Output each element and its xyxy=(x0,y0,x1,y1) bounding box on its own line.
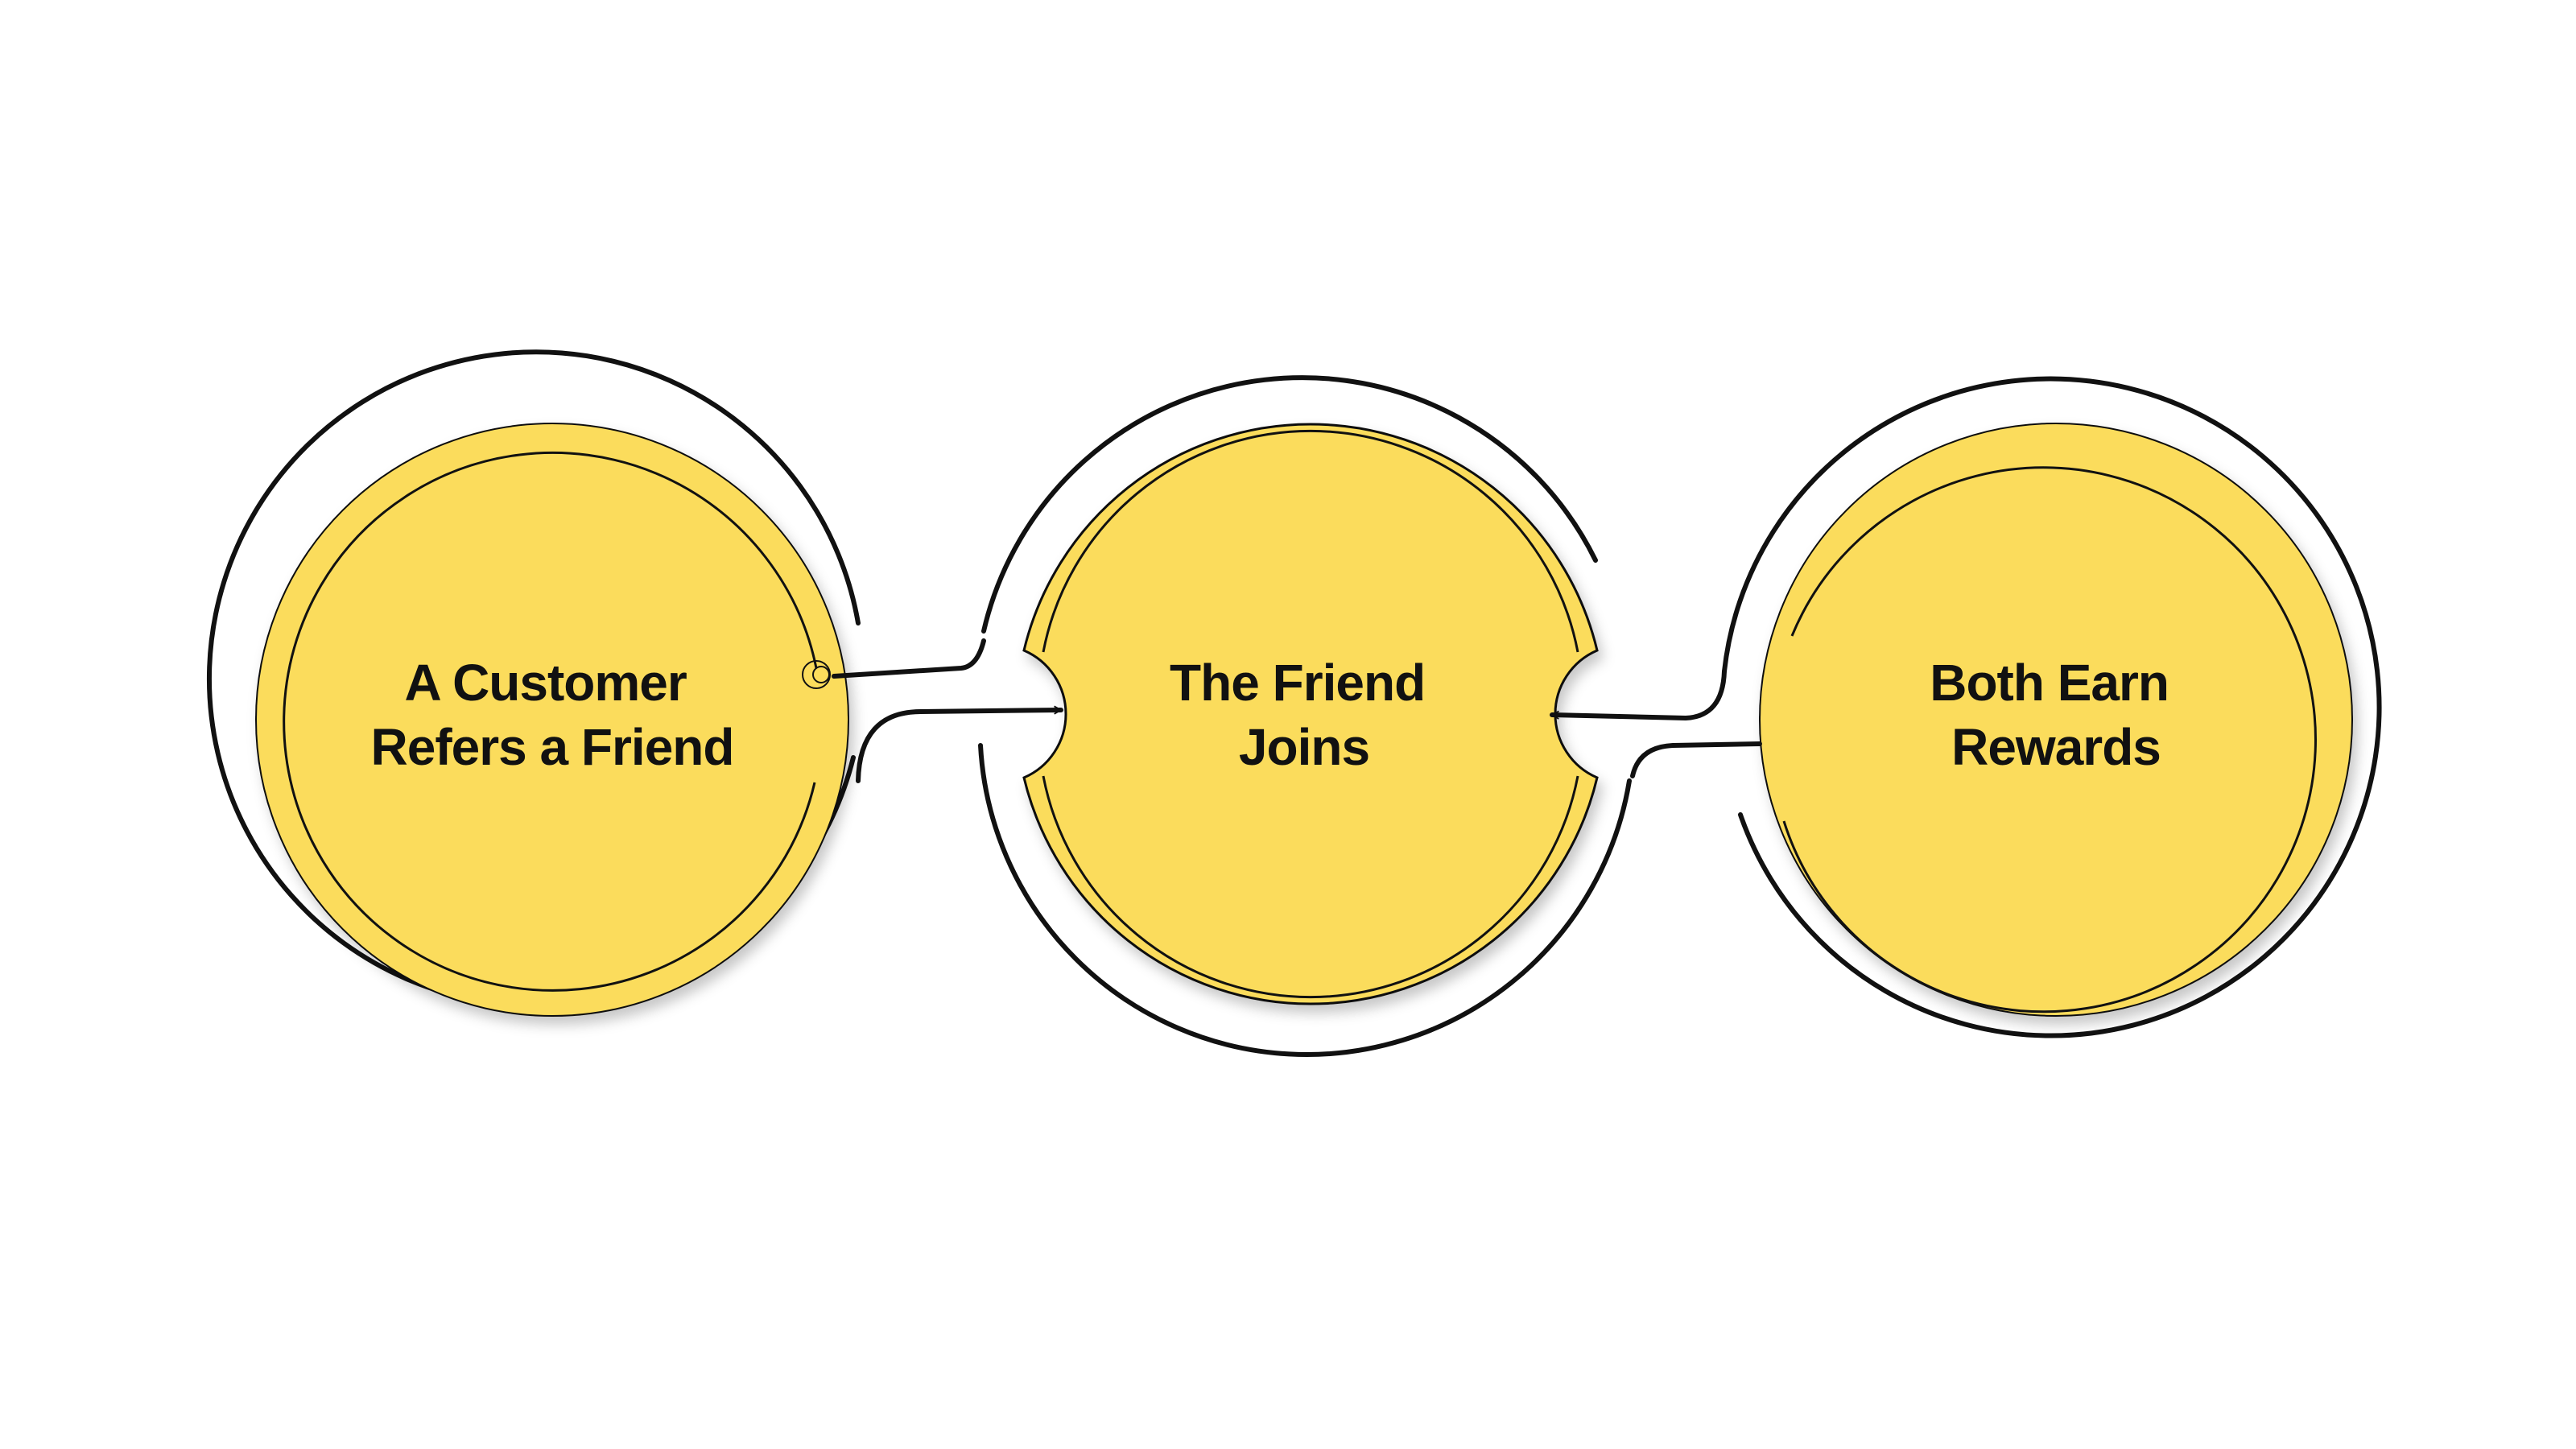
connector-1-to-2-top xyxy=(832,638,986,679)
connector-3-to-2-bottom xyxy=(1630,741,1762,778)
svg-text:Both Earn Rewards: Both Earn Rewards xyxy=(1930,654,2182,776)
step-1-inner-ring xyxy=(283,451,818,992)
step-3-label-line-2: Rewards xyxy=(1951,718,2161,776)
step-1-connector-dot-inner xyxy=(812,666,830,683)
step-1-label-line-2: Refers a Friend xyxy=(371,718,734,776)
arrow-step-1-to-step-2 xyxy=(856,705,1063,783)
step-3-label-line-1: Both Earn xyxy=(1930,654,2169,712)
step-3-node: Both Earn Rewards xyxy=(1722,376,2382,1038)
step-3-inner-ring xyxy=(1782,466,2317,1013)
step-3-circle xyxy=(1759,423,2353,1017)
step-2-inner-ring-bottom xyxy=(1042,775,1579,999)
svg-text:A Customer Refers a Frie: A Customer Refers a Friend xyxy=(371,654,734,776)
step-1-label-line-1: A Customer xyxy=(404,654,686,712)
step-2-node: The Friend Joins xyxy=(978,375,1632,1057)
svg-text:The Friend Joins: The Friend Joins xyxy=(1170,654,1439,776)
step-1-node: A Customer Refers a Friend xyxy=(206,349,861,1017)
step-2-label-line-2: Joins xyxy=(1239,718,1369,776)
step-2-inner-ring-top xyxy=(1042,429,1579,653)
step-2-label-line-1: The Friend xyxy=(1170,654,1425,712)
step-2-circle xyxy=(1022,423,1599,1005)
step-2-outer-ring-bottom xyxy=(978,743,1632,1057)
step-3-outer-ring xyxy=(1722,376,2382,1038)
step-1-circle xyxy=(255,423,849,1017)
arrow-step-3-to-step-2 xyxy=(1550,669,1727,721)
step-2-outer-ring-top xyxy=(981,375,1598,634)
